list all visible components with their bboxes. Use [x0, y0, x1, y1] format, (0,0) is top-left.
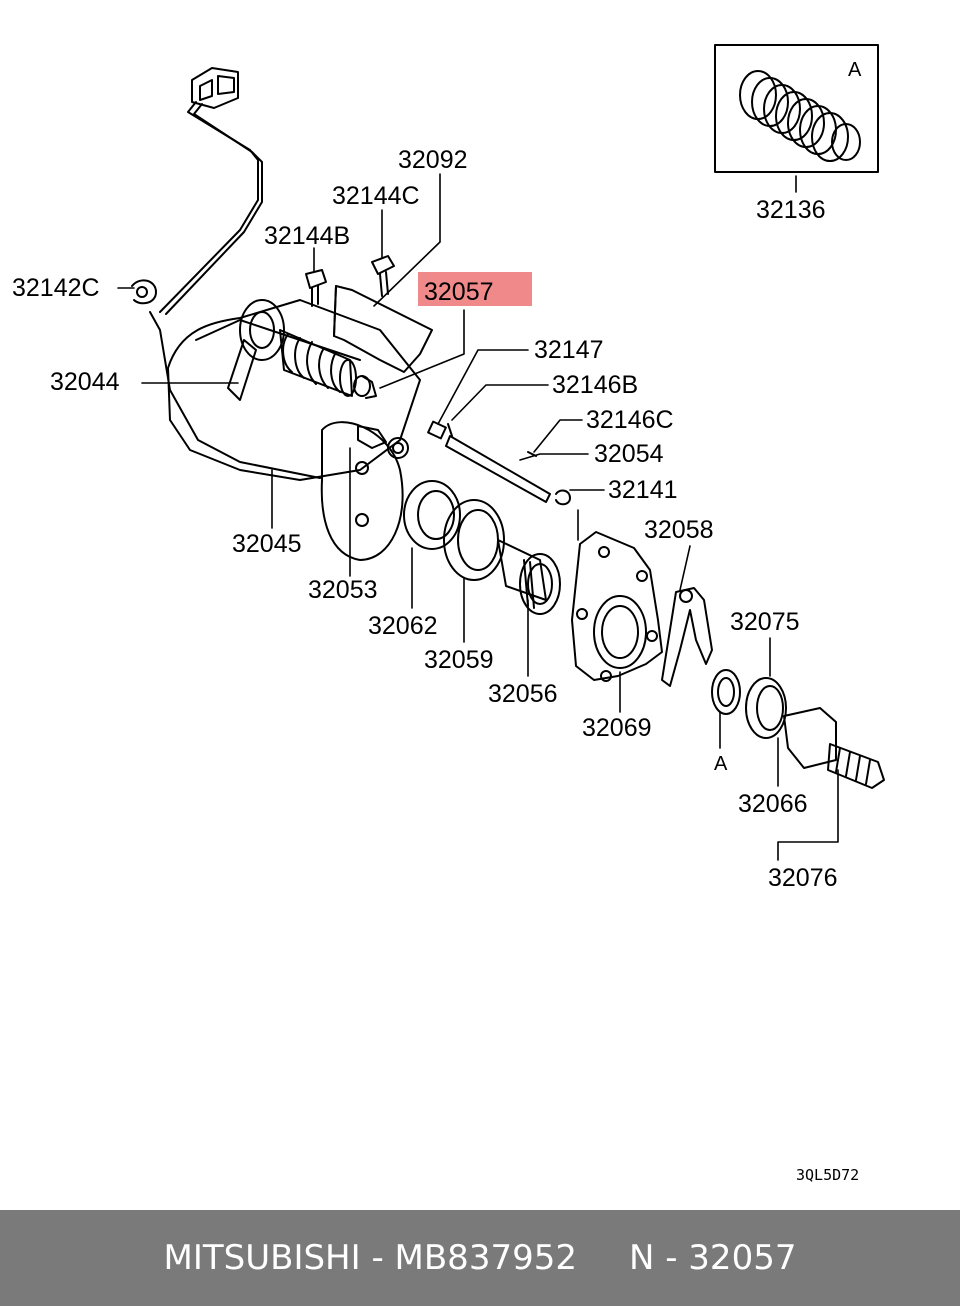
label-32144b[interactable]: 32144B: [264, 222, 350, 250]
fork-32058-drawing: [661, 587, 713, 687]
output-shaft-32066-drawing: [783, 707, 885, 789]
bushing-32057-drawing: [353, 375, 377, 399]
label-32062[interactable]: 32062: [368, 612, 438, 640]
inset-spring-32136-drawing: [714, 44, 879, 173]
gear-32056-drawing: [497, 539, 561, 615]
seal-32062-drawing: [403, 480, 461, 550]
bracket-32092-drawing: [333, 285, 433, 373]
exploded-parts-diagram: 32092 32144C 32144B 32142C 32057 32044 3…: [12, 44, 885, 1184]
part-labels: 32092 32144C 32144B 32142C 32057 32044 3…: [12, 146, 838, 892]
pointer-letter: A: [714, 753, 728, 775]
bolt-32144b-drawing: [305, 269, 327, 307]
label-32136[interactable]: 32136: [756, 196, 826, 224]
label-32053[interactable]: 32053: [308, 576, 378, 604]
clip-32142c-drawing: [131, 279, 157, 305]
label-32147[interactable]: 32147: [534, 336, 604, 364]
label-32069[interactable]: 32069: [582, 714, 652, 742]
label-32056[interactable]: 32056: [488, 680, 558, 708]
label-32044[interactable]: 32044: [50, 368, 120, 396]
reference-number: N - 32057: [628, 1238, 797, 1278]
actuator-housing-drawing: [167, 299, 421, 561]
part-info-footer: MITSUBISHI - MB837952 N - 32057: [0, 1210, 960, 1306]
label-32075[interactable]: 32075: [730, 608, 800, 636]
inset-letter: A: [848, 59, 862, 81]
label-32142c[interactable]: 32142C: [12, 274, 100, 302]
leader-lines: [117, 173, 839, 861]
label-32146b[interactable]: 32146B: [552, 371, 638, 399]
label-32146c[interactable]: 32146C: [586, 406, 674, 434]
label-32057[interactable]: 32057: [424, 278, 494, 306]
ring-32075-drawing: [711, 669, 787, 739]
harness-connector-drawing: [149, 67, 321, 479]
label-32045[interactable]: 32045: [232, 530, 302, 558]
brand-part-number: MITSUBISHI - MB837952: [163, 1238, 577, 1278]
label-32141[interactable]: 32141: [608, 476, 678, 504]
highlight-box: [418, 272, 532, 306]
label-32144c[interactable]: 32144C: [332, 182, 420, 210]
label-32066[interactable]: 32066: [738, 790, 808, 818]
bellows-32044-drawing: [279, 329, 357, 397]
housing-32069-drawing: [571, 531, 663, 682]
drawing-code: 3QL5D72: [796, 1166, 859, 1184]
label-32076[interactable]: 32076: [768, 864, 838, 892]
label-32059[interactable]: 32059: [424, 646, 494, 674]
bearing-32059-drawing: [443, 499, 505, 581]
shaft-small-parts-drawing: [427, 420, 571, 506]
label-32092[interactable]: 32092: [398, 146, 468, 174]
label-32058[interactable]: 32058: [644, 516, 714, 544]
label-32054[interactable]: 32054: [594, 440, 664, 468]
sensor-32053-drawing: [357, 425, 409, 459]
